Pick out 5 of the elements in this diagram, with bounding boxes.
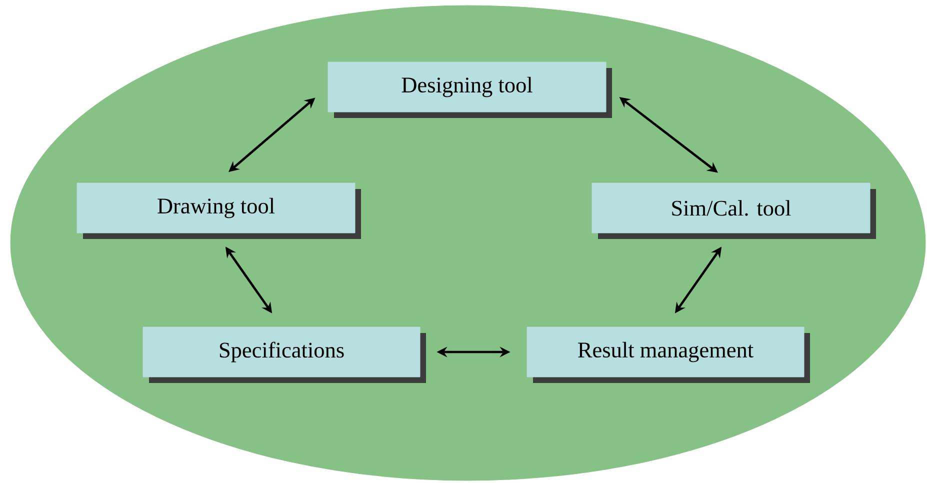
process-box: Sim/Cal. tool [592, 182, 876, 239]
process-box: Result management [526, 326, 810, 383]
process-box: Designing tool [328, 62, 612, 118]
process-box: Drawing tool [76, 182, 361, 239]
process-box: Specifications [142, 326, 426, 383]
